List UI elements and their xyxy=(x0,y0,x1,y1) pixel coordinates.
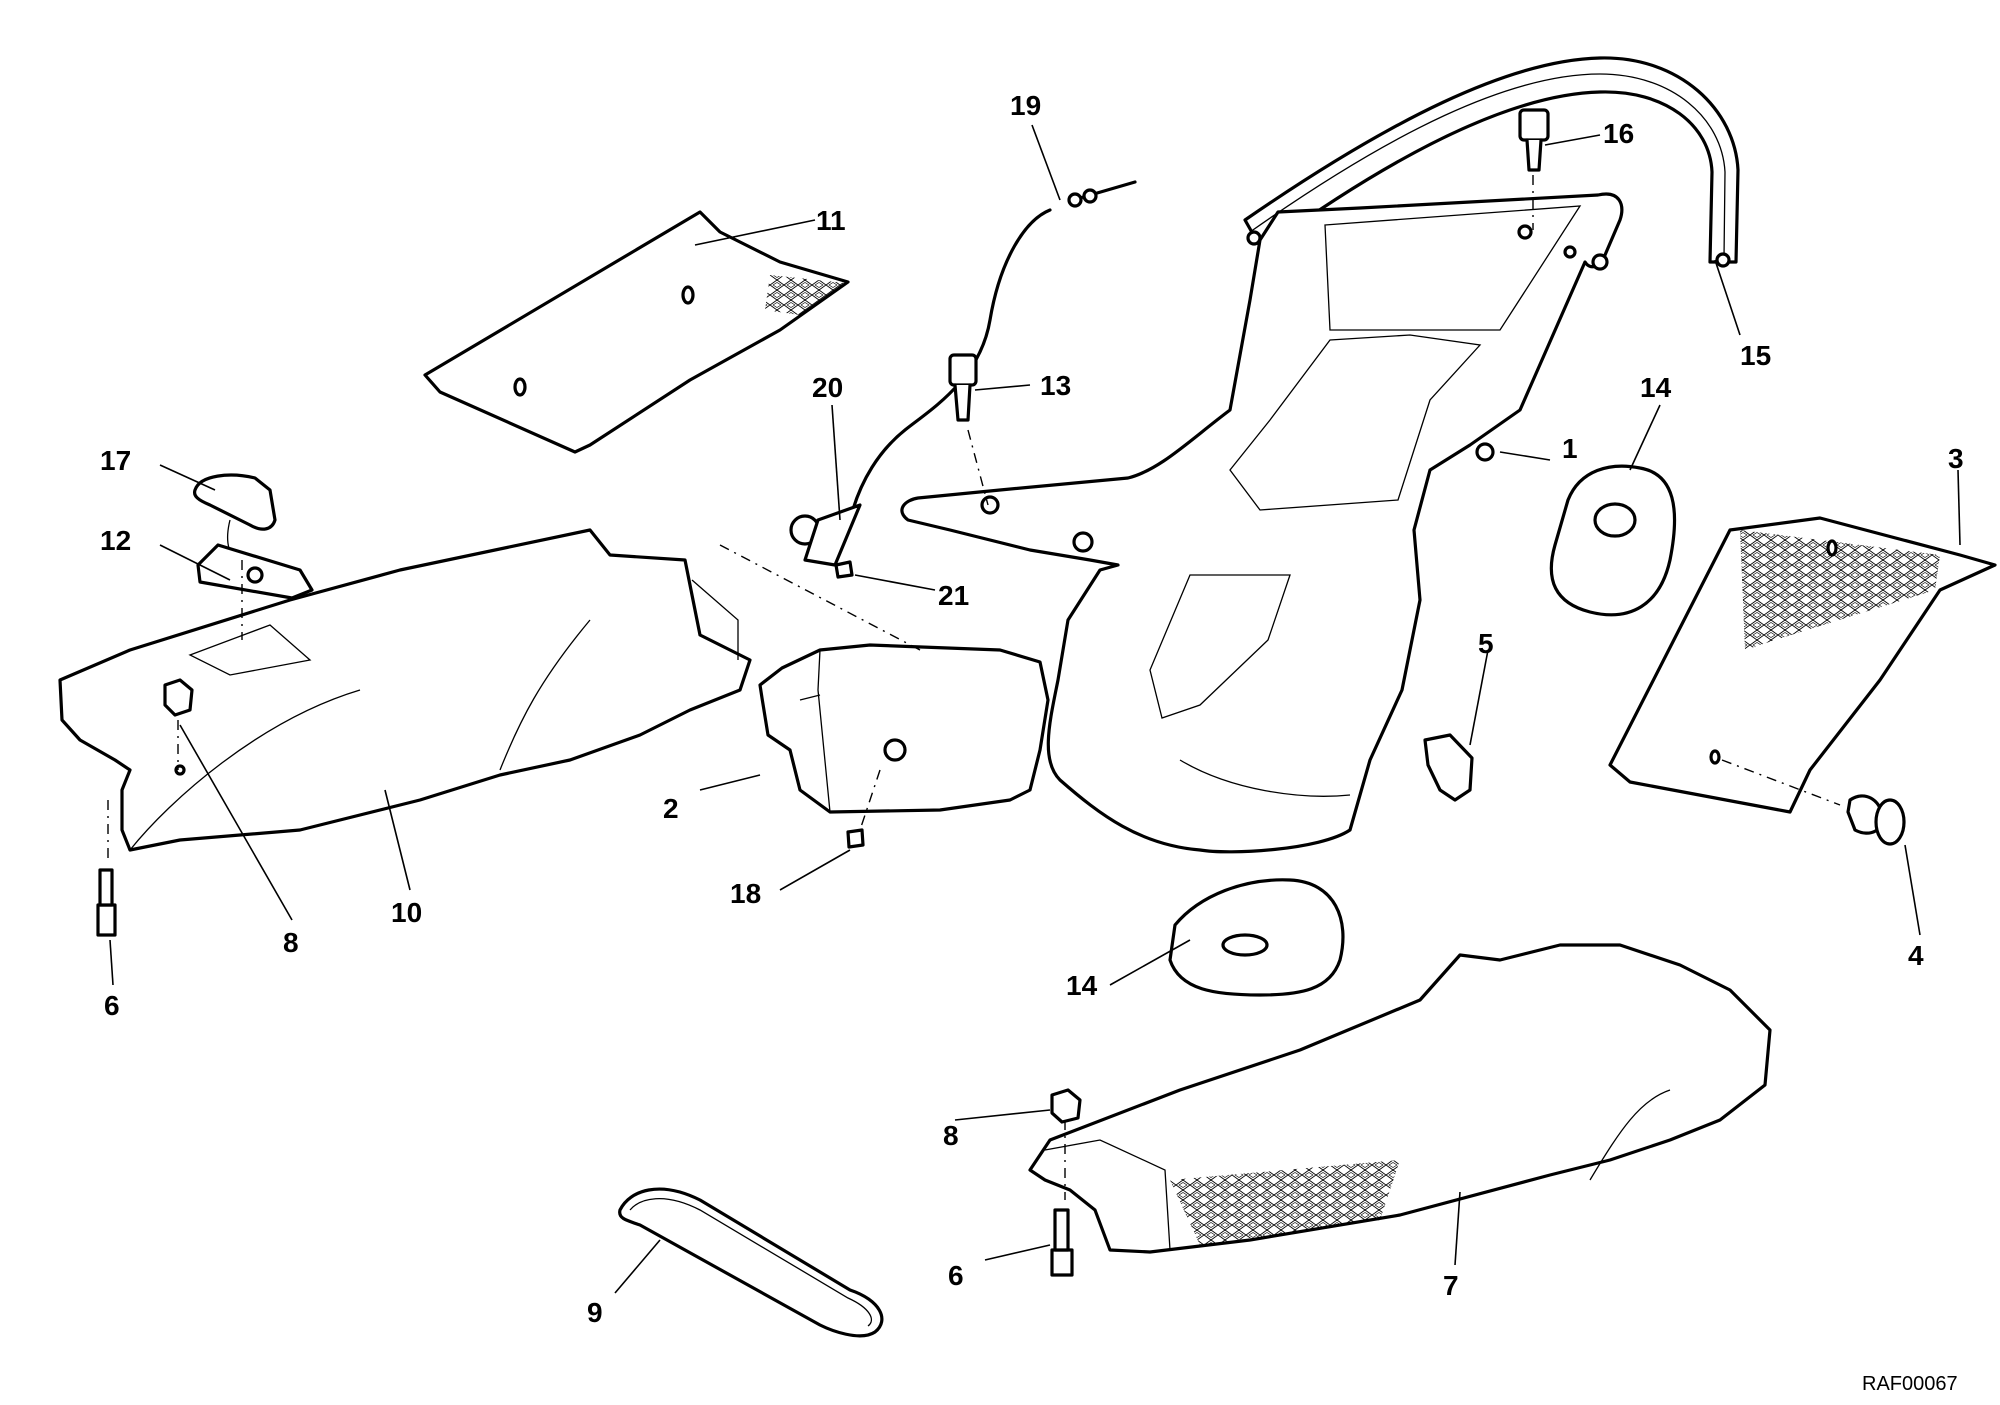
callout-4: 4 xyxy=(1908,940,1924,971)
part-8-nut-left xyxy=(163,678,194,717)
part-4-fastener xyxy=(1846,794,1906,846)
callout-8-lower: 8 xyxy=(943,1120,959,1151)
callout-11: 11 xyxy=(816,205,846,236)
part-16-bolt xyxy=(1518,108,1550,172)
callout-7: 7 xyxy=(1443,1270,1459,1301)
part-7-bottom-pan xyxy=(1028,943,1772,1254)
callout-8-left: 8 xyxy=(283,927,299,958)
callout-leaders xyxy=(109,124,1961,1294)
part-19-cable xyxy=(818,180,1137,532)
callout-6-lower: 6 xyxy=(948,1260,964,1291)
assembly-lines xyxy=(107,175,1841,1200)
part-15-curved-trim xyxy=(1243,56,1740,268)
part-6-bolt-left xyxy=(96,868,117,937)
part-2-battery-box xyxy=(758,643,1050,814)
part-3-right-side-panel xyxy=(1608,516,1997,814)
part-12-plate xyxy=(196,543,314,600)
part-9-band xyxy=(618,1187,884,1338)
part-8-nut-lower xyxy=(1050,1088,1082,1124)
callout-13: 13 xyxy=(1040,370,1071,401)
callout-labels: 1 2 3 4 5 6 6 7 8 8 9 10 11 12 13 14 14 … xyxy=(100,90,1964,1328)
part-17-latch xyxy=(192,473,277,561)
callout-15: 15 xyxy=(1740,340,1771,371)
callout-14-upper: 14 xyxy=(1640,372,1672,403)
part-6-bolt-lower xyxy=(1050,1208,1074,1277)
callout-6-left: 6 xyxy=(104,990,120,1021)
callout-20: 20 xyxy=(812,372,843,403)
callout-2: 2 xyxy=(663,793,679,824)
callout-21: 21 xyxy=(938,580,969,611)
part-14-rubber-pad-upper xyxy=(1549,464,1677,617)
callout-9: 9 xyxy=(587,1297,603,1328)
part-18-screw xyxy=(846,828,865,849)
callout-3: 3 xyxy=(1948,443,1964,474)
callout-1: 1 xyxy=(1562,433,1578,464)
part-10-left-side-panel xyxy=(58,528,752,852)
part-14-rubber-pad-lower xyxy=(1168,878,1345,997)
part-13-bolt xyxy=(948,353,978,422)
part-5-clip xyxy=(1423,733,1474,802)
part-21-screw xyxy=(834,560,854,579)
callout-17: 17 xyxy=(100,445,131,476)
drawing-code: RAF00067 xyxy=(1862,1373,1958,1395)
callout-10: 10 xyxy=(391,897,422,928)
callout-12: 12 xyxy=(100,525,131,556)
part-20-connector xyxy=(789,503,862,567)
part-11-top-cover xyxy=(423,210,850,454)
callout-16: 16 xyxy=(1603,118,1634,149)
part-1-tail-frame xyxy=(900,192,1624,854)
callout-19: 19 xyxy=(1010,90,1041,121)
callout-18: 18 xyxy=(730,878,761,909)
callout-14-lower: 14 xyxy=(1066,970,1098,1001)
callout-5: 5 xyxy=(1478,628,1494,659)
